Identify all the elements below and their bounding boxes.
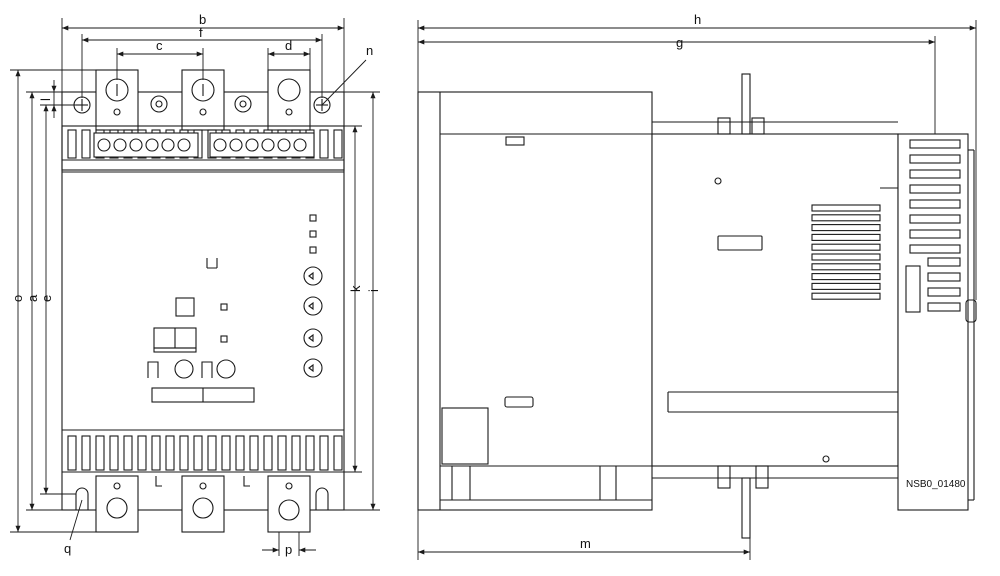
terminal-hole <box>245 138 259 152</box>
terminal-hole <box>177 138 191 152</box>
vent-slot <box>811 224 881 232</box>
vent-slot <box>165 435 175 471</box>
vent-slot <box>291 435 301 471</box>
vent-slot <box>81 129 91 159</box>
vent-slot <box>811 263 881 271</box>
vent-slot <box>927 287 961 297</box>
terminal-hole <box>113 138 127 152</box>
dim-label-f: f <box>199 25 203 40</box>
potentiometer <box>303 266 323 286</box>
vent-slot <box>909 154 961 164</box>
pot-indicator <box>308 363 314 373</box>
terminal-hole <box>261 138 275 152</box>
vent-slot <box>909 199 961 209</box>
vent-slot <box>137 435 147 471</box>
terminal-hole <box>229 138 243 152</box>
vent-slot <box>123 435 133 471</box>
potentiometer <box>303 328 323 348</box>
front-view <box>61 69 345 533</box>
vent-slot <box>249 435 259 471</box>
dim-label-c: c <box>156 38 163 53</box>
terminal-hole <box>129 138 143 152</box>
terminal-strip-right <box>209 132 315 158</box>
dim-label-o: o <box>10 295 25 302</box>
vent-slot <box>909 229 961 239</box>
vent-slot <box>909 184 961 194</box>
dim-label-n: n <box>366 43 373 58</box>
dim-label-k: k <box>348 285 363 292</box>
dim-label-d: d <box>285 38 292 53</box>
dim-label-h: h <box>694 12 701 27</box>
pot-indicator <box>308 333 314 343</box>
terminal-top-3 <box>267 69 311 131</box>
dim-label-p: p <box>285 542 292 557</box>
vent-slot <box>109 435 119 471</box>
vent-slot <box>909 214 961 224</box>
vent-slot <box>151 435 161 471</box>
dim-label-b: b <box>199 12 206 27</box>
dim-label-a: a <box>25 294 40 302</box>
dim-label-q: q <box>64 541 71 556</box>
dim-label-e: e <box>39 295 54 302</box>
side-end-cap <box>897 133 969 511</box>
terminal-bottom-1 <box>95 475 139 533</box>
vent-slot <box>319 435 329 471</box>
dim-label-m: m <box>580 536 591 551</box>
vent-slot <box>277 435 287 471</box>
vent-slot <box>81 435 91 471</box>
vent-slot <box>235 435 245 471</box>
vent-slot <box>333 435 343 471</box>
drawing-code: NSB0_01480 <box>906 479 966 490</box>
vent-slot <box>927 272 961 282</box>
front-dimensions <box>10 18 380 556</box>
vent-slot <box>263 435 273 471</box>
vent-slot <box>927 257 961 267</box>
vent-slot <box>909 139 961 149</box>
vent-slot <box>193 435 203 471</box>
vent-slot <box>811 282 881 290</box>
side-view <box>417 73 977 539</box>
vent-slot <box>67 129 77 159</box>
terminal-hole <box>277 138 291 152</box>
terminal-hole <box>213 138 227 152</box>
terminal-hole <box>145 138 159 152</box>
terminal-hole <box>293 138 307 152</box>
terminal-bottom-3 <box>267 475 311 533</box>
front-body <box>61 91 345 511</box>
vent-slot <box>333 129 343 159</box>
vent-slot <box>67 435 77 471</box>
side-body-middle <box>651 133 899 467</box>
vent-slot <box>909 169 961 179</box>
vent-slot <box>811 243 881 251</box>
vent-slot <box>927 302 961 312</box>
terminal-hole <box>97 138 111 152</box>
vent-slot <box>909 244 961 254</box>
dim-label-i: i <box>366 289 381 292</box>
vent-slot <box>811 292 881 300</box>
side-body-left <box>417 91 653 511</box>
vent-slot <box>305 435 315 471</box>
vent-slot <box>207 435 217 471</box>
vent-slot <box>179 435 189 471</box>
vent-slot <box>811 273 881 281</box>
vent-slot <box>319 129 329 159</box>
pot-indicator <box>308 271 314 281</box>
dim-label-l: l <box>38 98 53 101</box>
terminal-hole <box>161 138 175 152</box>
side-panel-box <box>441 407 489 465</box>
vent-slot <box>811 233 881 241</box>
vent-slot <box>811 214 881 222</box>
vent-slot <box>811 253 881 261</box>
pot-indicator <box>308 301 314 311</box>
potentiometer <box>303 296 323 316</box>
side-dimensions <box>417 20 977 560</box>
dim-label-g: g <box>676 35 683 50</box>
vent-slot <box>95 435 105 471</box>
terminal-bottom-2 <box>181 475 225 533</box>
vent-slot <box>811 204 881 212</box>
vent-slot <box>221 435 231 471</box>
potentiometer <box>303 358 323 378</box>
